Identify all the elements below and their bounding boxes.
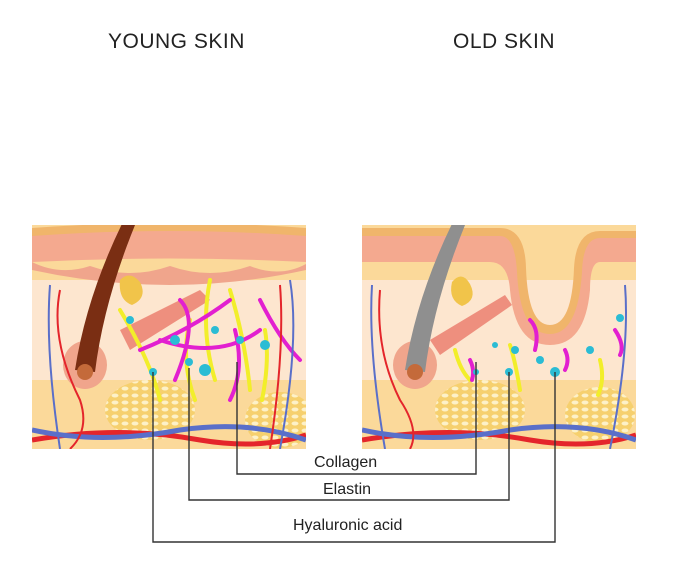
old-skin-cross-section — [362, 225, 636, 449]
collagen-fibers — [453, 343, 605, 397]
sebaceous-gland — [451, 276, 473, 306]
elastin-label: Elastin — [323, 481, 372, 498]
young-skin-cross-section — [32, 225, 306, 449]
collagen-label: Collagen — [314, 454, 378, 471]
artery — [362, 430, 636, 447]
elastin-connector — [188, 368, 510, 501]
fat-cells — [105, 380, 195, 440]
elastin-fibers — [468, 318, 624, 382]
hair-old — [405, 225, 466, 372]
arrector-muscle — [430, 295, 512, 355]
epidermis-wrinkle — [362, 232, 636, 345]
old-skin-title: OLD SKIN — [453, 30, 556, 53]
hair-young — [75, 225, 136, 372]
young-skin-title: YOUNG SKIN — [108, 30, 245, 53]
epidermis — [32, 227, 306, 262]
collagen-connector — [236, 362, 477, 475]
fat-cells — [435, 380, 525, 440]
vein — [362, 424, 636, 443]
arrector-muscle — [120, 290, 210, 350]
hyaluronic-connector — [152, 372, 556, 543]
sebaceous-gland — [119, 275, 143, 305]
vein — [32, 424, 306, 443]
hyaluronic-acid-label: Hyaluronic acid — [293, 517, 403, 534]
